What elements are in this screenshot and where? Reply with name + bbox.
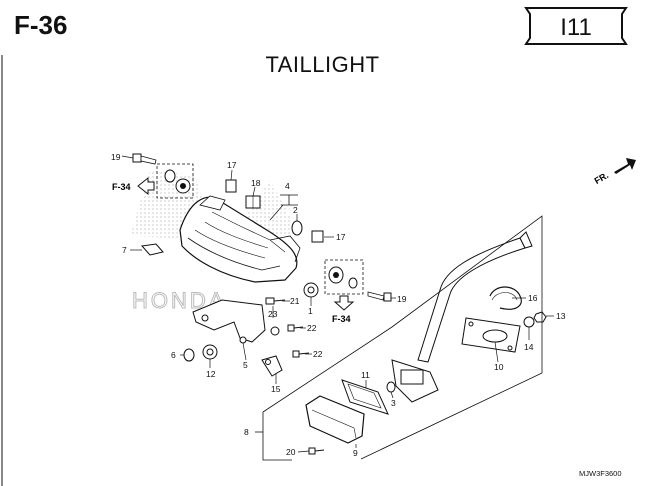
part-grommet-1 <box>303 282 319 298</box>
part-screw-19-right <box>367 291 392 302</box>
callout-19-left: 19 <box>111 152 121 162</box>
group-code: I11 <box>560 14 592 41</box>
part-clamp-15 <box>261 355 283 377</box>
part-grommet-12 <box>202 344 218 360</box>
part-plate-holder-10 <box>461 317 521 353</box>
callout-3: 3 <box>391 398 396 408</box>
part-callouts: 19 17 18 4 2 17 7 19 21 23 22 1 6 12 5 2… <box>111 152 566 458</box>
callout-7: 7 <box>122 245 127 255</box>
part-screw-22-lower <box>292 350 310 358</box>
part-lens-9 <box>305 395 365 444</box>
callout-18: 18 <box>251 178 261 188</box>
group-badge-frame <box>524 7 628 45</box>
part-bulb-2 <box>291 220 303 236</box>
part-bolt-21 <box>265 297 286 305</box>
leader-lines <box>121 155 554 453</box>
callout-16: 16 <box>528 293 538 303</box>
part-screw-19-left <box>132 153 157 165</box>
callout-4: 4 <box>285 181 290 191</box>
page-code: F-36 <box>14 10 68 40</box>
diagram-title: TAILLIGHT <box>265 52 380 77</box>
part-washer-23 <box>270 326 280 336</box>
part-socket-18 <box>245 195 261 209</box>
part-license-stay <box>417 231 533 363</box>
callout-12: 12 <box>206 369 216 379</box>
callout-8: 8 <box>244 427 249 437</box>
callout-13: 13 <box>556 311 566 321</box>
part-grommet-right <box>328 266 358 289</box>
part-nut-13 <box>533 311 547 323</box>
callout-9: 9 <box>353 448 358 458</box>
diagram-code: MJW3F3600 <box>579 469 622 478</box>
callout-6: 6 <box>171 350 176 360</box>
callout-10: 10 <box>494 362 504 372</box>
callout-5: 5 <box>243 360 248 370</box>
callout-17-top: 17 <box>227 160 237 170</box>
callout-23: 23 <box>268 309 278 319</box>
front-direction-arrow: FR. <box>593 158 636 186</box>
callout-15: 15 <box>271 384 281 394</box>
part-grommet-top <box>164 169 191 194</box>
direction-label: FR. <box>593 170 611 186</box>
callout-22-lower: 22 <box>313 349 323 359</box>
cross-ref-left: F-34 <box>112 163 194 199</box>
callout-1: 1 <box>308 306 313 316</box>
part-washer-14 <box>523 316 535 328</box>
part-clip-17-right <box>311 230 324 243</box>
part-screw-22-upper <box>287 324 304 332</box>
callout-22-upper: 22 <box>307 323 317 333</box>
part-collar-6 <box>183 348 195 362</box>
part-taillight-housing <box>179 195 301 283</box>
cross-ref-bottom: F-34 <box>324 259 364 324</box>
callout-17-right: 17 <box>336 232 346 242</box>
cross-ref-left-label: F-34 <box>112 182 131 192</box>
callout-20: 20 <box>286 447 296 457</box>
cross-ref-bottom-label: F-34 <box>332 314 351 324</box>
assembly-outline-8 <box>255 215 543 461</box>
assembly-outline-4 <box>280 194 298 206</box>
callout-14: 14 <box>524 342 534 352</box>
part-clip-7 <box>141 243 164 256</box>
part-clip-17-top <box>225 179 237 193</box>
part-bracket-5 <box>192 299 266 344</box>
group-code-badge: I11 <box>520 6 632 46</box>
callout-21: 21 <box>290 296 300 306</box>
callout-11: 11 <box>361 370 370 380</box>
part-rear-housing <box>391 359 439 403</box>
part-bulb-3 <box>386 381 396 393</box>
callout-2: 2 <box>293 205 298 215</box>
callout-19-right: 19 <box>397 294 407 304</box>
part-screw-20 <box>308 447 325 455</box>
